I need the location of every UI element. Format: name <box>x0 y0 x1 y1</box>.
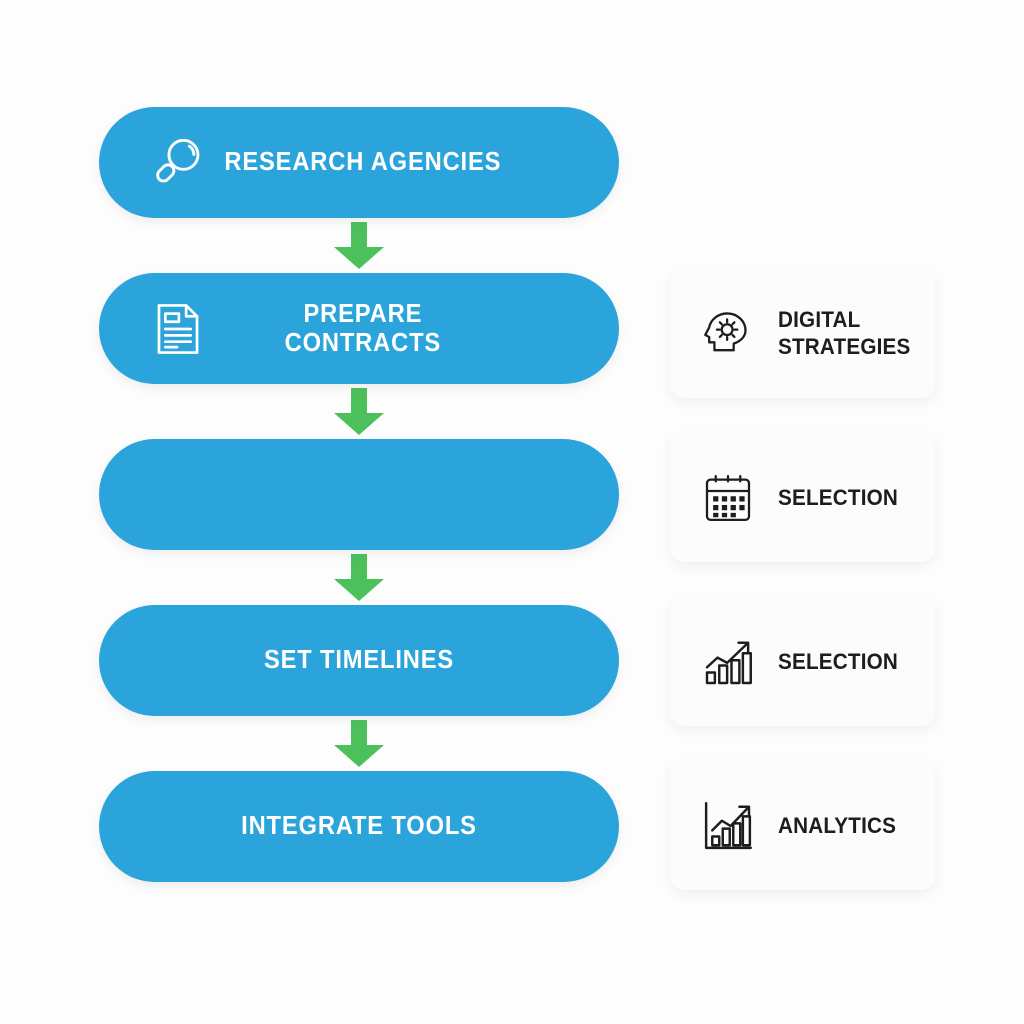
flow-step-empty[interactable] <box>99 439 619 550</box>
flow-step-label: INTEGRATE TOOLS <box>241 812 477 840</box>
magnifier-icon <box>147 132 209 194</box>
flow-step-prepare-contracts[interactable]: PREPARE CONTRACTS <box>99 273 619 384</box>
info-card-label: SELECTION <box>778 648 899 674</box>
flow-step-label: SET TIMELINES <box>263 646 455 674</box>
connector-arrow-3 <box>99 550 619 605</box>
info-card-analytics[interactable]: ANALYTICS <box>670 762 935 890</box>
flow-step-label: RESEARCH AGENCIES <box>224 148 502 176</box>
flow-step-label: PREPARE CONTRACTS <box>284 299 442 357</box>
flow-step-set-timelines[interactable]: SET TIMELINES <box>99 605 619 716</box>
flow-step-integrate-tools[interactable]: INTEGRATE TOOLS <box>99 771 619 882</box>
info-card-label: DIGITAL STRATEGIES <box>778 307 911 359</box>
info-card-selection-calendar[interactable]: SELECTION <box>670 434 935 562</box>
bar-chart-axis-icon <box>698 796 758 856</box>
flow-step-research-agencies[interactable]: RESEARCH AGENCIES <box>99 107 619 218</box>
info-card-label: SELECTION <box>778 484 899 510</box>
info-card-label: ANALYTICS <box>778 812 897 838</box>
info-card-selection-growth[interactable]: SELECTION <box>670 598 935 726</box>
arrow-down-icon <box>334 221 384 269</box>
info-cards-column: DIGITAL STRATEGIES <box>670 270 935 890</box>
growth-chart-icon <box>698 632 758 692</box>
calendar-icon <box>698 468 758 528</box>
info-card-digital-strategies[interactable]: DIGITAL STRATEGIES <box>670 270 935 398</box>
arrow-down-icon <box>334 553 384 601</box>
connector-arrow-1 <box>99 218 619 273</box>
connector-arrow-4 <box>99 716 619 771</box>
process-flow-column: RESEARCH AGENCIES PREPARE CONTRACTS <box>99 107 619 882</box>
connector-arrow-2 <box>99 384 619 439</box>
head-gear-icon <box>698 304 758 364</box>
document-icon <box>147 298 209 360</box>
arrow-down-icon <box>334 387 384 435</box>
arrow-down-icon <box>334 719 384 767</box>
